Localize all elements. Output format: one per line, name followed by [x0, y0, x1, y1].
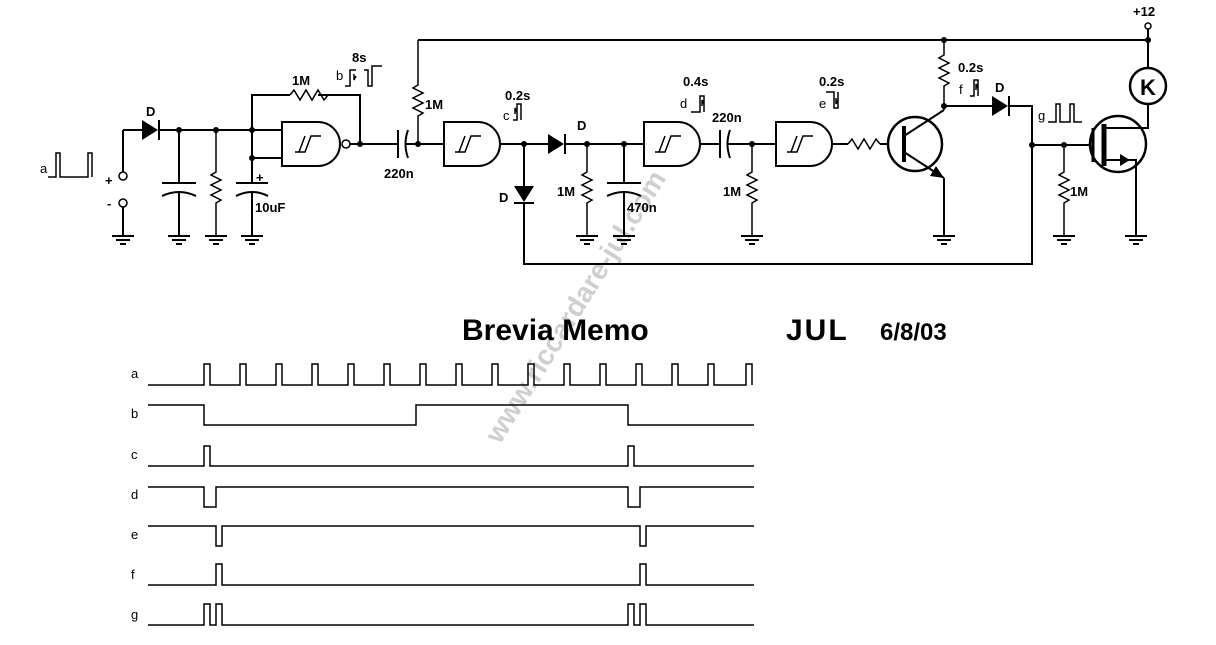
- diode-label-series: D: [577, 118, 586, 133]
- input-waveform-a: [48, 152, 93, 178]
- pulse-label-e: e: [819, 96, 826, 111]
- cap-coupling-2-label: 220n: [712, 110, 742, 125]
- relay-coil: [1128, 66, 1168, 106]
- input-minus-label: -: [107, 196, 111, 211]
- timing-diagram: a b c d e f g: [131, 363, 754, 626]
- schmitt-nand-3: [643, 121, 701, 167]
- r-collector-label: 0.2s: [958, 60, 983, 75]
- signal-label-d: d: [131, 487, 138, 502]
- pulse-label-d: d: [680, 96, 687, 111]
- cap-stretch-label: 470n: [627, 200, 657, 215]
- brand-logo: JUL: [786, 314, 849, 347]
- page-title: Brevia Memo: [462, 314, 649, 347]
- schmitt-nand-2: [443, 121, 501, 167]
- pulse-duration-e: 0.2s: [819, 74, 844, 89]
- trace-d: [148, 486, 754, 508]
- r-feedback-label: 1M: [292, 73, 310, 88]
- cap-coupling-1-label: 220n: [384, 166, 414, 181]
- r-bias-3-label: 1M: [723, 184, 741, 199]
- pulse-label-f: f: [959, 82, 963, 97]
- signal-label-f: f: [131, 567, 135, 582]
- trace-b: [148, 404, 754, 426]
- transistor-mosfet: [1088, 114, 1148, 174]
- diode-label-output: D: [995, 80, 1004, 95]
- signal-label-e: e: [131, 527, 138, 542]
- relay-label: K: [1140, 75, 1156, 100]
- pulse-duration-c: 0.2s: [505, 88, 530, 103]
- input-plus-label: +: [105, 173, 113, 188]
- r-bias-2-label: 1M: [557, 184, 575, 199]
- cap-plus-label: +: [256, 170, 264, 185]
- diode-label-feedback: D: [499, 190, 508, 205]
- signal-label-a: a: [131, 366, 139, 381]
- pulse-label-g: g: [1038, 108, 1045, 123]
- signal-label-c: c: [131, 447, 138, 462]
- circuit-schematic: +12 a + - D + 1: [40, 4, 1168, 265]
- trace-a: [148, 363, 753, 386]
- schmitt-nand-1: [281, 121, 341, 167]
- trace-g: [148, 603, 754, 626]
- cap-timing-label: 10uF: [255, 200, 285, 215]
- pulse-duration-b: 8s: [352, 50, 366, 65]
- signal-label-g: g: [131, 607, 138, 622]
- date-label: 6/8/03: [880, 319, 947, 346]
- pulse-label-b: b: [336, 68, 343, 83]
- trace-e: [148, 525, 754, 547]
- pulse-label-c: c: [503, 108, 510, 123]
- r-gate-label: 1M: [1070, 184, 1088, 199]
- trace-f: [148, 563, 754, 586]
- diode-label-input: D: [146, 104, 155, 119]
- supply-label: +12: [1133, 4, 1155, 19]
- pulse-duration-d: 0.4s: [683, 74, 708, 89]
- schmitt-nand-4: [775, 121, 833, 167]
- transistor-npn: [886, 115, 944, 173]
- signal-label-b: b: [131, 406, 138, 421]
- r-bias-1-label: 1M: [425, 97, 443, 112]
- trace-c: [148, 445, 754, 467]
- input-label-a: a: [40, 161, 48, 176]
